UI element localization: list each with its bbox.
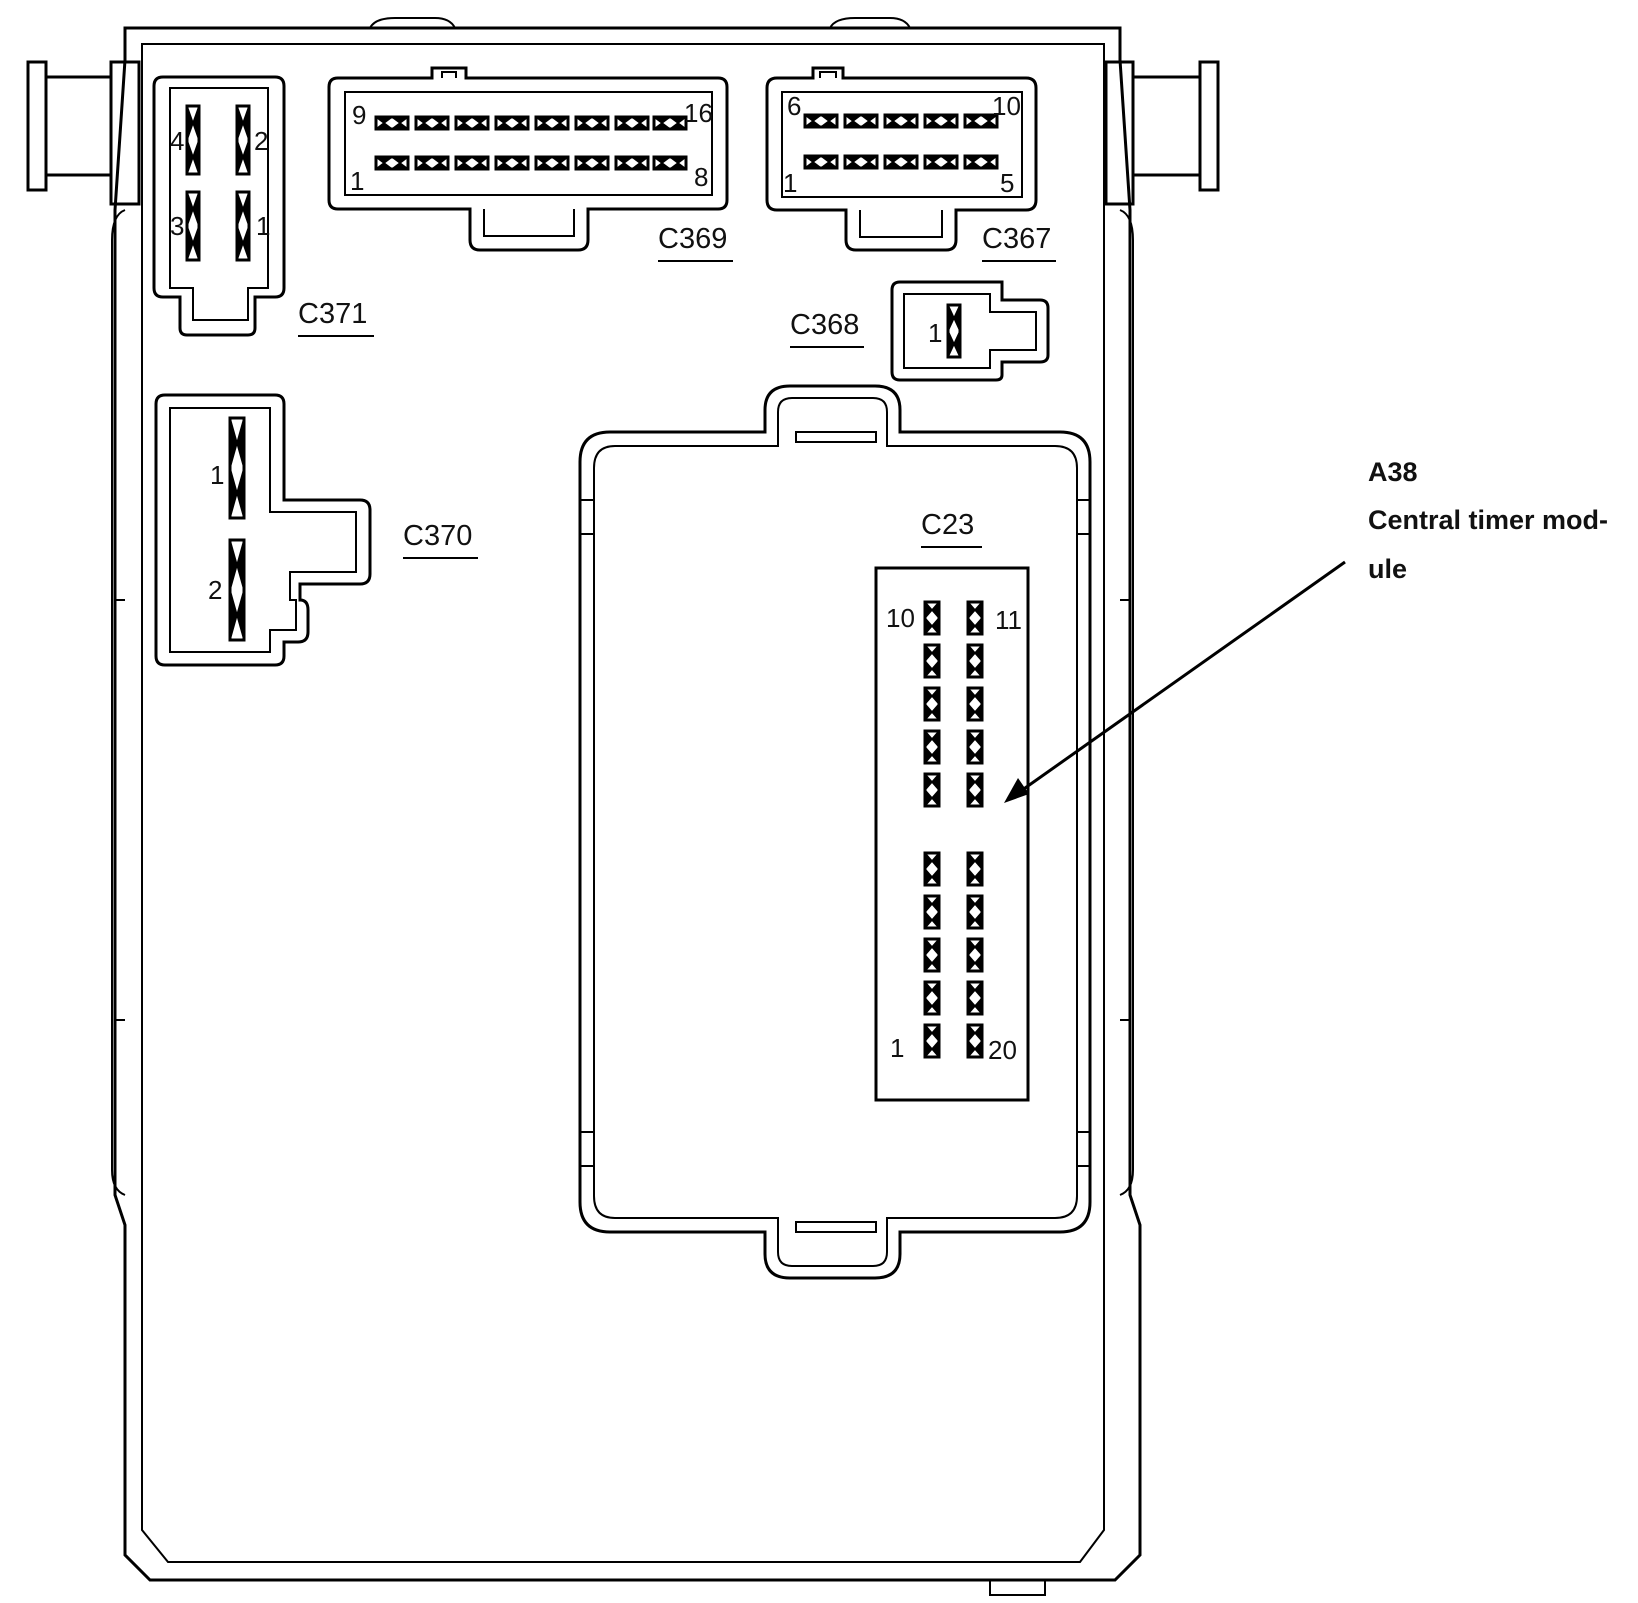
c371-pin-1-label: 1 xyxy=(256,211,270,241)
c23-label: C23 xyxy=(921,509,974,541)
c369-pin-cells xyxy=(374,115,688,171)
c371-pin-4-label: 4 xyxy=(170,126,184,156)
c367-pin-1-label: 1 xyxy=(783,168,797,198)
module-callout: A38 Central timer mod- ule xyxy=(1004,457,1608,803)
connector-c23: 10 11 1 20 C23 xyxy=(874,509,1030,1102)
c23-pin-10-label: 10 xyxy=(886,603,915,633)
c371-pin-3-label: 3 xyxy=(170,211,184,241)
c370-label: C370 xyxy=(403,520,472,552)
connector-c368: 1 C368 xyxy=(790,280,1050,382)
c371-pin-cells xyxy=(185,104,251,262)
connector-c370: 1 2 C370 xyxy=(154,393,478,667)
callout-leader-line xyxy=(1017,560,1346,795)
c367-pin-cells xyxy=(803,113,999,170)
c23-pin-11-label: 11 xyxy=(995,605,1022,635)
c367-pin-5-label: 5 xyxy=(1000,168,1014,198)
c367-pin-10-label: 10 xyxy=(992,91,1021,121)
c370-pin-1-label: 1 xyxy=(210,460,224,490)
c367-label: C367 xyxy=(982,223,1051,255)
c369-pin-9-label: 9 xyxy=(352,100,366,130)
c23-pin-cells xyxy=(923,600,984,1059)
c370-pin-2-label: 2 xyxy=(208,575,222,605)
connector-c371: 4 2 3 1 C371 xyxy=(152,75,374,337)
c368-pin-1-label: 1 xyxy=(928,318,942,348)
left-mounting-tab xyxy=(26,60,141,206)
module-name-line1: Central timer mod- xyxy=(1368,505,1608,535)
module-housing xyxy=(111,17,1142,1596)
callout-arrowhead xyxy=(1004,778,1029,803)
connector-c23-housing xyxy=(578,384,1092,1280)
c23-pin-1-label: 1 xyxy=(890,1033,904,1063)
module-name-line2: ule xyxy=(1368,554,1407,584)
c367-pin-6-label: 6 xyxy=(787,91,801,121)
module-id: A38 xyxy=(1368,457,1418,487)
c23-pin-20-label: 20 xyxy=(988,1035,1017,1065)
c371-label: C371 xyxy=(298,298,367,330)
c369-pin-8-label: 8 xyxy=(694,162,708,192)
c369-label: C369 xyxy=(658,223,727,255)
connector-c367: 6 10 1 5 C367 xyxy=(765,66,1056,262)
c369-pin-1-label: 1 xyxy=(350,166,364,196)
c370-pin-cells xyxy=(228,416,246,642)
c371-pin-2-label: 2 xyxy=(254,126,268,156)
c369-pin-16-label: 16 xyxy=(684,98,713,128)
c368-label: C368 xyxy=(790,309,859,341)
right-mounting-tab xyxy=(1104,60,1220,206)
connector-c369: 9 16 1 8 C369 xyxy=(327,66,733,262)
